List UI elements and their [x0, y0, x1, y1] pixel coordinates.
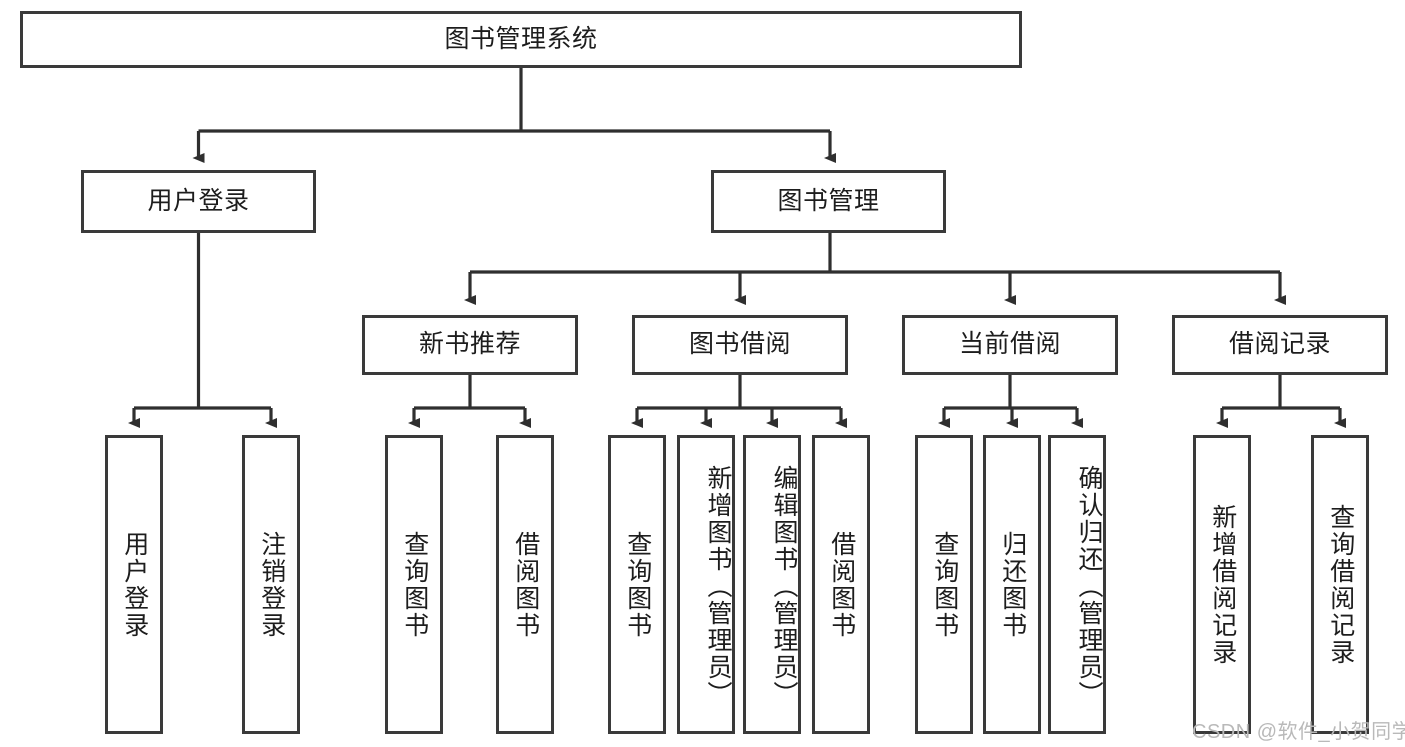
leaf-book-borrow-edit-book-admin[interactable]: 编辑图书（管理员）	[743, 435, 801, 734]
leaf-new-book-query-book[interactable]: 查询图书	[385, 435, 443, 734]
leaf-current-borrow-query-book[interactable]: 查询图书	[915, 435, 973, 734]
leaf-user-login-logout[interactable]: 注销登录	[242, 435, 300, 734]
leaf-current-borrow-return-book[interactable]: 归还图书	[983, 435, 1041, 734]
leaf-book-borrow-borrow-book[interactable]: 借阅图书	[812, 435, 870, 734]
csdn-watermark: CSDN @软件_小贺同学	[1192, 721, 1405, 743]
leaf-borrow-record-query-record[interactable]: 查询借阅记录	[1311, 435, 1369, 734]
leaf-new-book-borrow-book[interactable]: 借阅图书	[496, 435, 554, 734]
node-book-management[interactable]: 图书管理	[711, 170, 946, 233]
node-borrow-record[interactable]: 借阅记录	[1172, 315, 1388, 375]
leaf-book-borrow-add-book-admin[interactable]: 新增图书（管理员）	[677, 435, 735, 734]
node-new-book-recommend[interactable]: 新书推荐	[362, 315, 578, 375]
node-user-login[interactable]: 用户登录	[81, 170, 316, 233]
leaf-user-login-login[interactable]: 用户登录	[105, 435, 163, 734]
node-book-borrow[interactable]: 图书借阅	[632, 315, 848, 375]
node-root-book-management-system[interactable]: 图书管理系统	[20, 11, 1022, 68]
leaf-book-borrow-query-book[interactable]: 查询图书	[608, 435, 666, 734]
leaf-borrow-record-add-record[interactable]: 新增借阅记录	[1193, 435, 1251, 734]
leaf-current-borrow-confirm-return-admin[interactable]: 确认归还（管理员）	[1048, 435, 1106, 734]
node-current-borrow[interactable]: 当前借阅	[902, 315, 1118, 375]
